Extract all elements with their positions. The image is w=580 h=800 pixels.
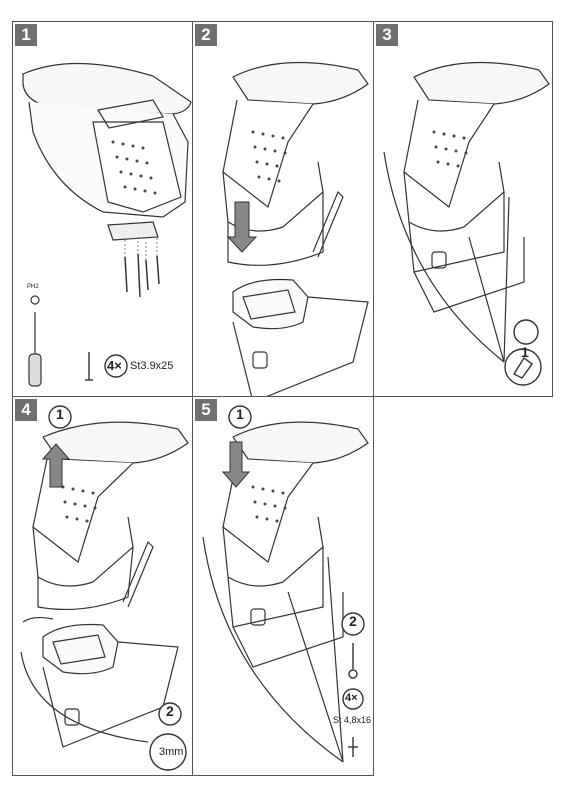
step-4-callout-2: 2 [166, 703, 174, 719]
step-1-illustration [22, 62, 192, 387]
step-4-drill-size: 3mm [159, 746, 184, 758]
step-1-screw-spec: St3.9x25 [130, 360, 174, 372]
step-4-illustration [20, 405, 189, 771]
step-5-illustration [202, 405, 369, 763]
step-3-illustration [383, 61, 550, 386]
step-4-number: 4 [15, 399, 37, 421]
step-1-number: 1 [15, 24, 37, 46]
step-3-panel: 3 1 [373, 21, 553, 397]
step-2-illustration [222, 61, 369, 396]
step-4-panel: 4 1 2 3mm [12, 396, 193, 776]
step-4-callout-1: 1 [56, 406, 64, 422]
step-1-tool-label: PH2 [27, 284, 39, 290]
step-5-number: 5 [195, 399, 217, 421]
step-5-callout-1: 1 [236, 406, 244, 422]
step-5-panel: 5 1 2 4× St 4, [192, 396, 374, 776]
step-2-number: 2 [195, 24, 217, 46]
step-1-panel: 1 [12, 21, 193, 397]
step-3-number: 3 [376, 24, 398, 46]
step-5-screw-spec: St 4,8x16 [333, 715, 372, 725]
step-5-callout-2: 2 [349, 613, 357, 629]
step-1-qty: 4× [107, 358, 122, 373]
step-5-qty: 4× [345, 692, 358, 704]
step-2-panel: 2 [192, 21, 374, 397]
step-3-callout-1: 1 [521, 344, 529, 360]
